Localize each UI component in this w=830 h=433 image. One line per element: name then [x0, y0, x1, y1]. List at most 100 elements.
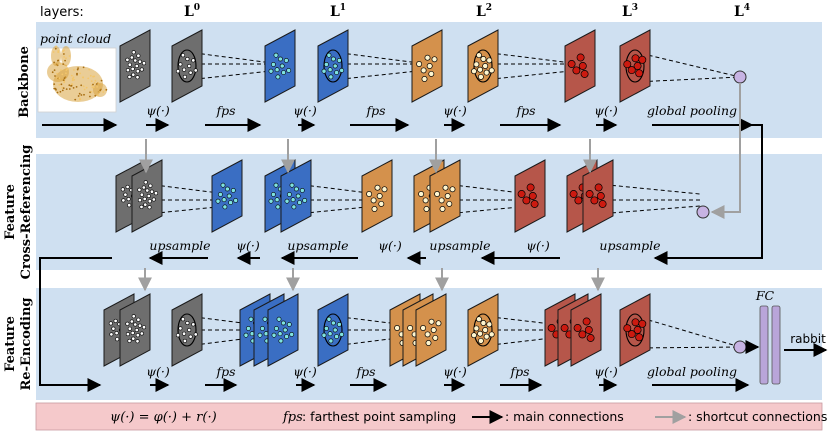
fre-grouped-points-6 — [334, 334, 339, 339]
fre-points-9 — [430, 327, 437, 333]
backbone-grouped-points-7 — [623, 60, 632, 69]
fre-points-1 — [135, 339, 140, 344]
fcr-points-1 — [146, 194, 151, 199]
op-psi: ψ(·) — [443, 103, 467, 118]
op-psi: ψ(·) — [378, 238, 402, 253]
fre-grouped-points-2 — [176, 333, 181, 338]
bunny-point — [57, 51, 60, 54]
fcr-points-4 — [291, 204, 297, 210]
fre-points-5 — [286, 321, 292, 327]
dashed-grouping-line — [332, 333, 432, 347]
backbone-points-0 — [125, 57, 130, 62]
backbone-points-0 — [127, 74, 132, 79]
bunny-point — [55, 88, 57, 91]
bunny-point — [77, 95, 80, 97]
fcr-global-feature-node — [696, 205, 710, 219]
fre-grouped-points-10 — [477, 337, 484, 344]
fre-points-5 — [280, 320, 286, 326]
backbone-grouped-points-1 — [182, 67, 187, 72]
fre-grouped-points-10 — [483, 333, 490, 340]
bunny-point — [102, 91, 105, 93]
op-psi: ψ(·) — [293, 103, 317, 118]
fre-points-9 — [425, 340, 432, 346]
fre-grouped-points-2 — [191, 322, 196, 327]
backbone-points-2 — [286, 68, 292, 73]
fre-row-label-line1: Feature — [3, 316, 18, 372]
op-psi: ψ(·) — [146, 364, 170, 379]
fcr-points-2 — [221, 197, 227, 203]
fcr-points-9 — [574, 196, 583, 205]
bunny-point — [59, 63, 62, 65]
fre-grouped-points-2 — [187, 327, 192, 332]
fre-grouped-points-6 — [323, 325, 329, 331]
dashed-grouping-line — [482, 51, 581, 65]
bunny-point — [82, 66, 85, 69]
fre-grouped-points-2-ring — [177, 313, 197, 347]
op-fc: FC — [755, 288, 775, 303]
fre-points-1 — [136, 317, 141, 322]
op-psi: ψ(·) — [594, 103, 618, 118]
fcr-points-8 — [522, 196, 531, 205]
bunny-point — [63, 56, 65, 58]
fcr-points-0 — [127, 203, 132, 208]
fre-grouped-points-10 — [477, 330, 484, 337]
op-fps: fps — [365, 103, 385, 118]
fre-points-5 — [277, 331, 283, 337]
bunny-point — [63, 49, 65, 51]
fre-row-label-line2: Re-Encoding — [19, 298, 34, 391]
op-psi: ψ(·) — [443, 364, 467, 379]
fre-grouped-points-6 — [332, 327, 338, 333]
fcr-points-9 — [569, 190, 578, 198]
backbone-points-0 — [130, 66, 135, 71]
fre-grouped-points-10 — [471, 332, 477, 339]
fre-points-5 — [289, 331, 295, 337]
fcr-points-0 — [126, 197, 131, 202]
backbone-row-label: Backbone — [17, 46, 32, 118]
fcr-points-3 — [275, 204, 281, 210]
backbone-points-4 — [421, 76, 428, 82]
backbone-grouped-points-3 — [321, 68, 327, 74]
bunny-point — [73, 69, 75, 71]
fcr-points-3 — [273, 182, 279, 188]
fcr-points-2 — [217, 191, 223, 197]
bunny-point — [90, 80, 93, 82]
fcr-points-4 — [293, 186, 299, 192]
bunny-point — [91, 86, 94, 89]
bunny-point — [54, 47, 57, 50]
fre-points-9 — [420, 325, 427, 331]
backbone-grouped-points-3 — [323, 62, 329, 67]
bunny-point — [62, 79, 65, 81]
fre-points-12 — [560, 324, 569, 332]
bunny-point — [61, 73, 64, 76]
bunny-point — [63, 77, 66, 79]
bunny-point — [59, 90, 62, 93]
level-label-4: L4 — [734, 3, 750, 20]
fre-points-1 — [127, 338, 132, 343]
backbone-grouped-points-1 — [193, 68, 198, 73]
fcr-points-6 — [418, 191, 425, 197]
bunny-point — [72, 76, 75, 79]
fcr-points-1 — [148, 183, 153, 188]
fcr-points-10 — [594, 183, 603, 192]
fcr-points-7 — [438, 197, 445, 204]
bunny-point — [76, 72, 78, 75]
backbone-points-2 — [279, 63, 285, 69]
backbone-points-4 — [426, 63, 433, 69]
fre-points-0 — [113, 318, 118, 323]
bunny-point — [93, 82, 96, 84]
bunny-point — [57, 59, 59, 62]
backbone-points-0 — [142, 61, 147, 66]
bunny-point — [63, 53, 65, 55]
fre-grouped-points-14 — [638, 319, 647, 328]
dashed-grouping-line — [332, 315, 432, 329]
bunny-point — [70, 74, 73, 77]
backbone-grouped-points-1 — [188, 70, 193, 75]
backbone-grouped-points-1 — [181, 53, 186, 58]
bunny-point — [53, 83, 56, 85]
backbone-points-0 — [129, 55, 134, 60]
op-fps: fps — [509, 364, 529, 379]
backbone-grouped-points-3-ring — [323, 49, 343, 83]
layers-label: layers: — [40, 5, 84, 20]
fre-grouped-points-6 — [321, 332, 327, 338]
fcr-points-7 — [439, 206, 446, 212]
